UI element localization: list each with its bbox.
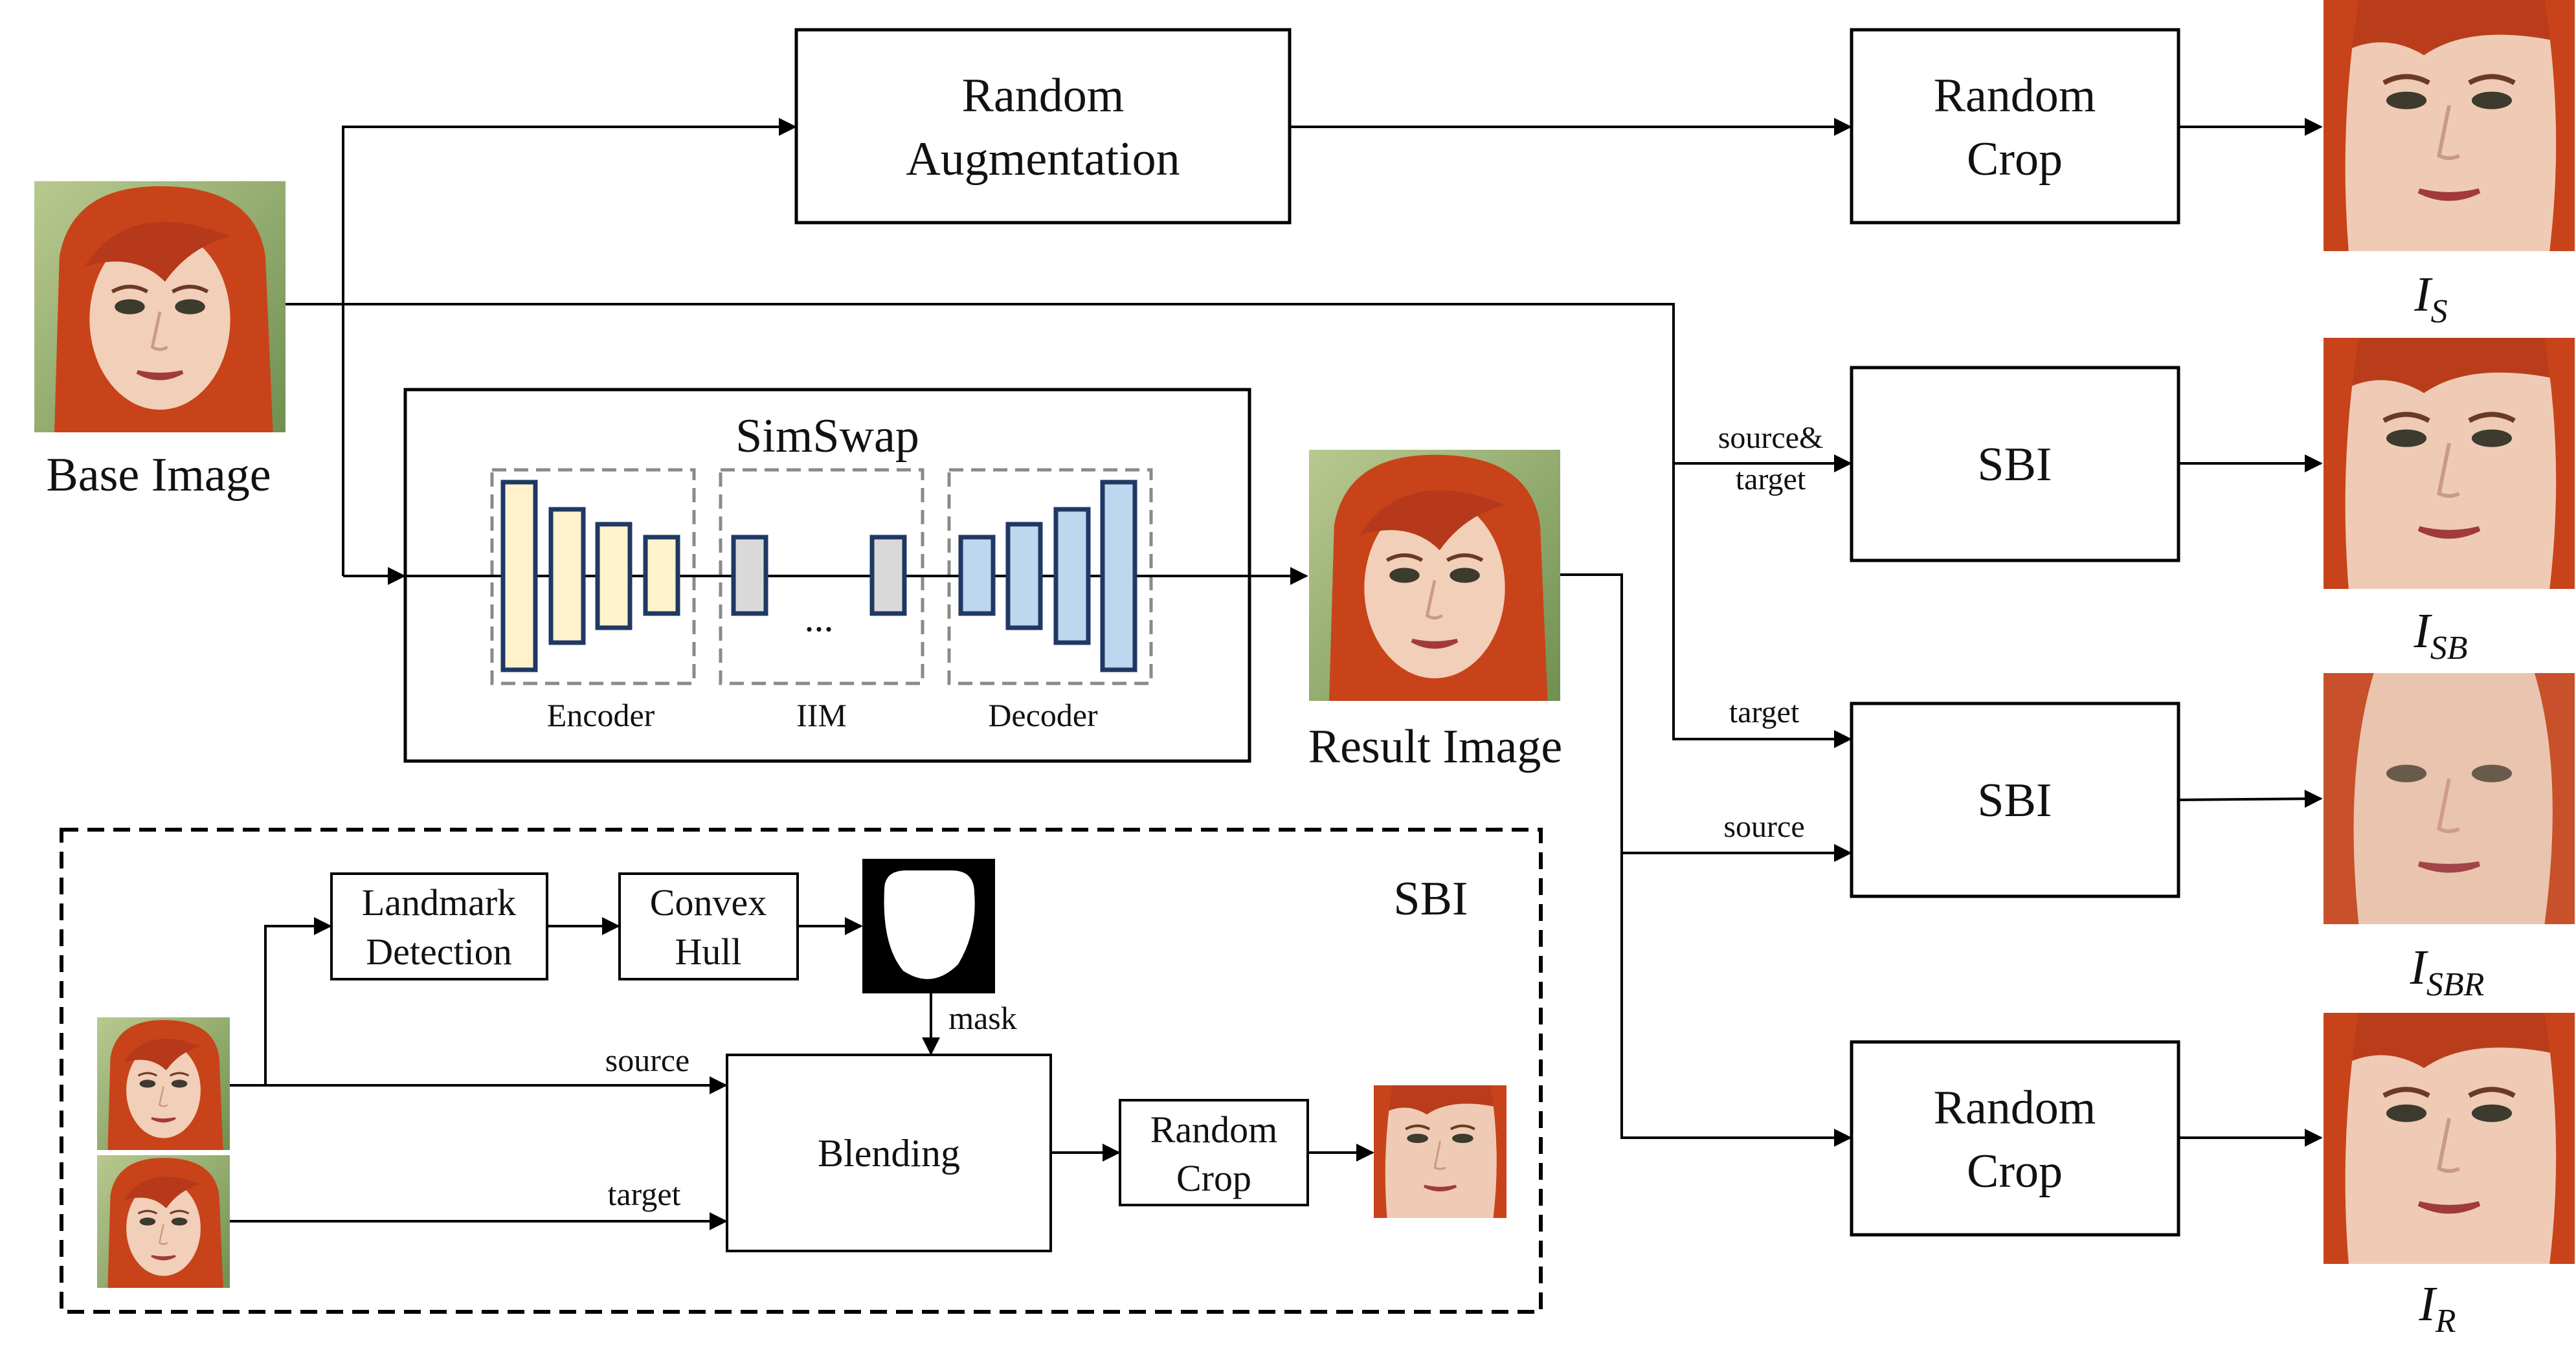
random-crop-bottom-box (1850, 1040, 2180, 1237)
sbi-random-crop-label-2: Crop (1176, 1157, 1251, 1199)
output-image-isb (2324, 338, 2575, 589)
result-image-label: Result Image (1308, 720, 1563, 773)
simswap-title: SimSwap (735, 410, 919, 463)
random-crop-bottom-label-1: Random (1934, 1081, 2096, 1134)
blending-label: Blending (818, 1132, 960, 1175)
random-crop-bottom-label-2: Crop (1967, 1145, 2063, 1198)
arrow-result-to-crop (1560, 573, 1852, 1147)
iim-block (869, 535, 907, 616)
convex-label-1: Convex (650, 881, 767, 924)
base-image-label: Base Image (46, 448, 271, 502)
sbi-output-image (1374, 1085, 1506, 1218)
random-crop-top-label-1: Random (1934, 69, 2096, 122)
sbi-source-label: source (605, 1042, 690, 1078)
result-image (1309, 450, 1560, 701)
arrow-base-to-sbi2-target (286, 303, 1852, 748)
output-label-isb: ISB (2413, 604, 2467, 667)
blending-box (726, 1054, 1052, 1252)
sbi-detail-title: SBI (1393, 872, 1468, 925)
arrow-sbi2-to-isbr (2178, 790, 2323, 808)
svg-text:IR: IR (2418, 1277, 2456, 1340)
output-image-is (2324, 0, 2575, 251)
svg-text:ISB: ISB (2413, 604, 2467, 667)
output-label-ir: IR (2418, 1277, 2456, 1340)
output-label-is: IS (2414, 267, 2447, 330)
sbi-box-1 (1850, 366, 2180, 562)
svg-text:IS: IS (2414, 267, 2447, 330)
mask-label: mask (948, 1000, 1017, 1036)
landmark-label-2: Detection (366, 931, 511, 973)
encoder-label: Encoder (547, 697, 655, 733)
sbi-source-image (97, 1017, 230, 1150)
sbi-box-2 (1850, 702, 2180, 898)
decoder-block (958, 535, 996, 616)
svg-text:ISBR: ISBR (2410, 940, 2485, 1003)
decoder-block (1005, 522, 1043, 630)
edge-label-source-target-1: source& (1718, 421, 1824, 455)
mask-image (862, 859, 995, 993)
encoder-block (500, 480, 538, 672)
sbi-random-crop-label-1: Random (1150, 1109, 1278, 1151)
sbi-box-2-label: SBI (1977, 774, 2052, 827)
arrow-source-to-landmark (230, 917, 332, 1087)
output-image-ir (2324, 1013, 2575, 1264)
encoder-block (548, 507, 586, 645)
decoder-block (1053, 507, 1091, 645)
sbi-box-1-label: SBI (1977, 438, 2052, 491)
output-label-isbr: ISBR (2410, 940, 2485, 1003)
decoder-block (1100, 480, 1137, 672)
iim-ellipsis: ... (805, 597, 834, 639)
iim-block (731, 535, 768, 616)
encoder-block (595, 522, 633, 630)
random-crop-top-box (1850, 28, 2180, 225)
encoder-block (643, 535, 680, 616)
random-augmentation-label-1: Random (962, 69, 1125, 122)
edge-label-target: target (1729, 695, 1800, 729)
sbi-target-label: target (608, 1176, 681, 1212)
convex-label-2: Hull (675, 931, 741, 973)
landmark-label-1: Landmark (362, 881, 516, 924)
arrow-to-random-augmentation (342, 118, 797, 576)
decoder-label: Decoder (988, 697, 1098, 733)
sbi-random-crop-box (1119, 1099, 1309, 1206)
random-augmentation-box (794, 28, 1292, 225)
sbi-target-image (97, 1155, 230, 1288)
base-image (34, 181, 286, 432)
edge-label-source: source (1723, 810, 1804, 844)
iim-label: IIM (796, 697, 847, 733)
random-crop-top-label-2: Crop (1967, 133, 2063, 186)
random-augmentation-label-2: Augmentation (906, 133, 1180, 186)
sbi-detail-panel (60, 828, 1543, 1314)
edge-label-source-target-2: target (1736, 462, 1806, 496)
output-image-isbr (2324, 673, 2575, 924)
